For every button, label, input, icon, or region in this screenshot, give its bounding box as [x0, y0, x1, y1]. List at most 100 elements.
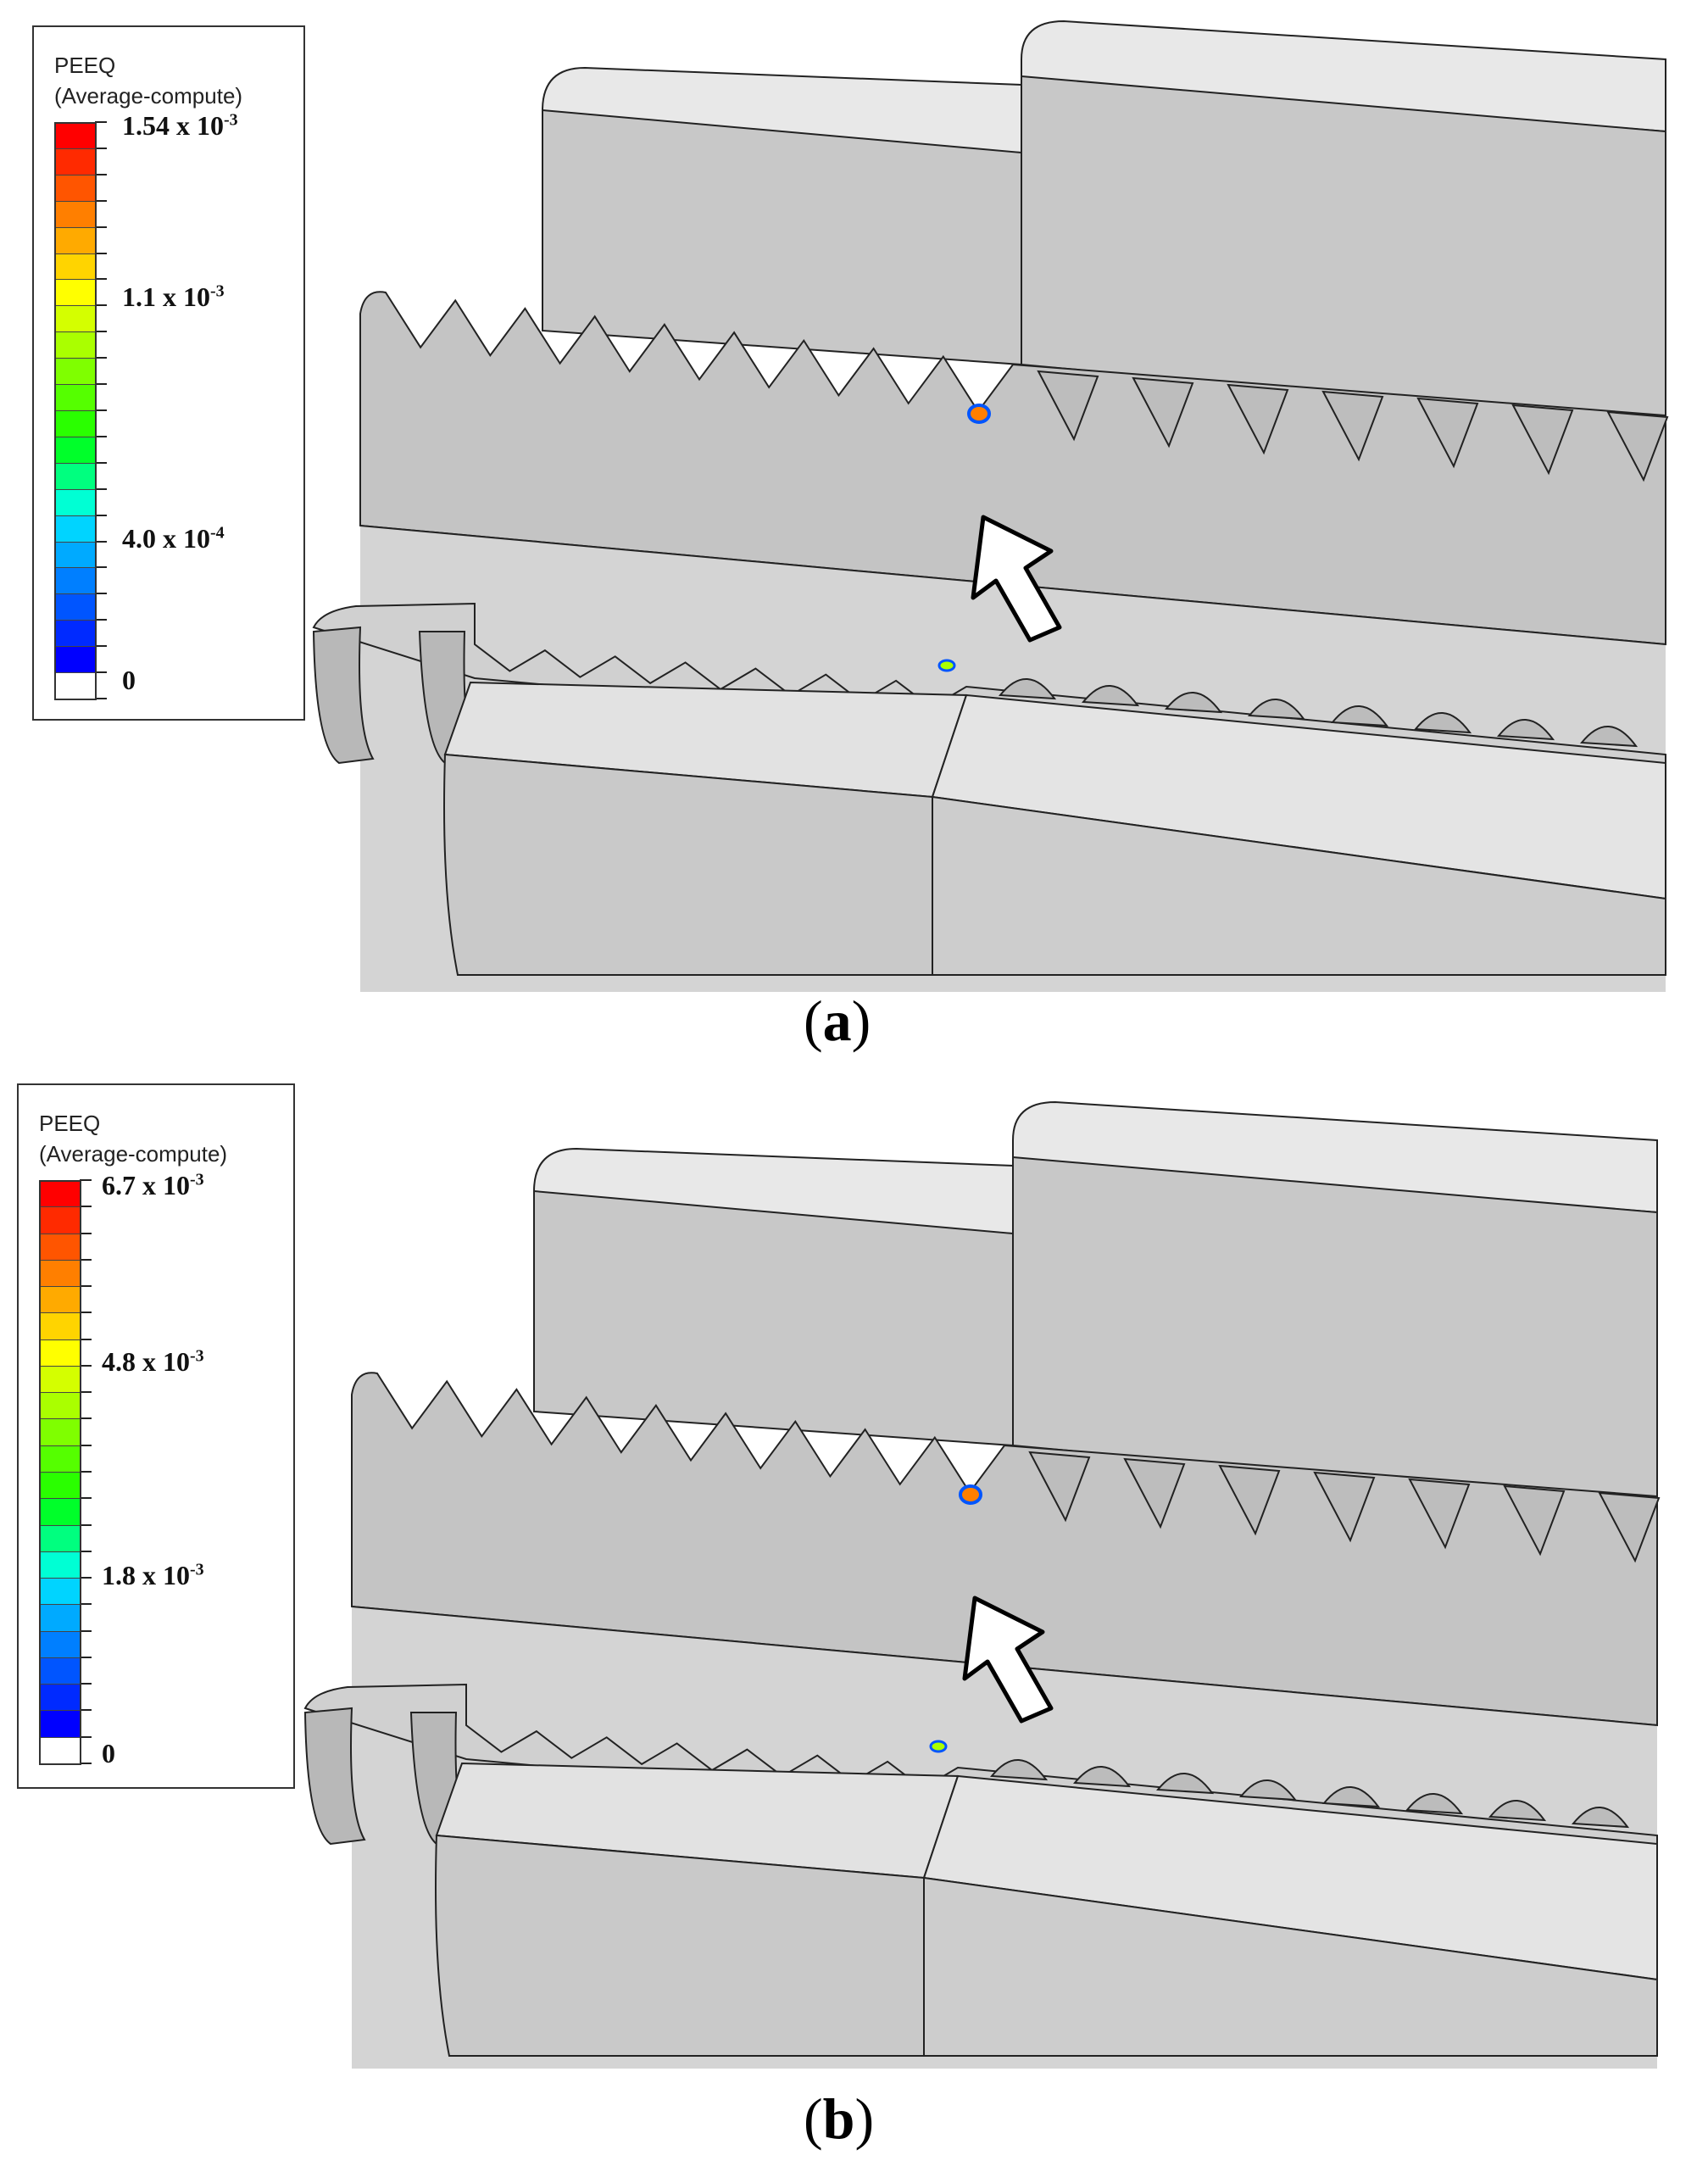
- legend-tick: [80, 1629, 92, 1632]
- caption-b: (b): [804, 2086, 875, 2151]
- legend-swatch: [54, 305, 95, 333]
- legend-swatch: [39, 1286, 80, 1314]
- legend-swatch: [54, 148, 95, 175]
- legend-swatch: [39, 1630, 80, 1658]
- lower-thread-tooth: [1405, 1793, 1464, 1815]
- legend-tick: [80, 1709, 92, 1712]
- legend-tick: [80, 1391, 92, 1394]
- legend-tick: [80, 1603, 92, 1606]
- legend-swatch: [54, 515, 95, 543]
- strain-hotspot-upper: [959, 1484, 982, 1505]
- thread-tooth: [1132, 376, 1194, 448]
- legend-swatch: [54, 358, 95, 386]
- lower-thread-tooth: [1248, 699, 1306, 721]
- legend-swatch: [54, 279, 95, 307]
- legend-swatch: [54, 593, 95, 621]
- legend-tick: [95, 698, 107, 699]
- legend-swatch: [39, 1259, 80, 1288]
- arrow-indicator: [971, 515, 1062, 643]
- legend-swatch: [54, 331, 95, 359]
- legend-tick: [95, 173, 107, 175]
- legend-tick: [80, 1550, 92, 1552]
- legend-swatch: [54, 646, 95, 674]
- coupling-front-face-right: [1012, 1156, 1658, 1506]
- legend-swatch: [39, 1604, 80, 1632]
- legend-swatch: [39, 1498, 80, 1526]
- legend-max-value: 1.54 x 10-3: [122, 110, 238, 141]
- scene-geometry: [303, 1100, 1661, 2069]
- thread-tooth: [1598, 1491, 1661, 1563]
- legend-swatch: [39, 1684, 80, 1712]
- scene-geometry: [312, 19, 1669, 992]
- thread-tooth: [1606, 410, 1669, 482]
- thread-connection-model-a: [312, 19, 1669, 992]
- legend-swatch: [39, 1710, 80, 1738]
- coupling-top-face-right: [1012, 1100, 1658, 1214]
- legend-tick: [95, 147, 107, 149]
- legend-min-value: 0: [102, 1738, 115, 1768]
- strain-hotspot-lower: [937, 659, 956, 672]
- legend-tick: [95, 304, 107, 307]
- legend-tick: [95, 226, 107, 228]
- legend-title-line1: PEEQ: [54, 53, 116, 78]
- legend-tick: [95, 278, 107, 281]
- legend-upper-value: 1.1 x 10-3: [122, 281, 225, 312]
- strain-hotspot-lower: [929, 1740, 948, 1753]
- legend-swatch: [39, 1657, 80, 1685]
- thread-tooth: [1321, 390, 1384, 462]
- legend-swatch: [54, 436, 95, 464]
- legend-tick: [80, 1577, 92, 1579]
- legend-tick: [95, 461, 107, 464]
- legend-tick: [80, 1735, 92, 1738]
- legend-tick: [80, 1206, 92, 1208]
- lower-thread-tooth: [1156, 1773, 1215, 1795]
- legend-tick: [80, 1417, 92, 1420]
- legend-swatch: [39, 1206, 80, 1234]
- legend-tick: [95, 593, 107, 595]
- legend-swatch: [54, 384, 95, 411]
- strain-hotspot-upper: [967, 404, 991, 424]
- thread-tooth: [1416, 397, 1479, 469]
- thread-tooth: [1313, 1471, 1376, 1543]
- legend-tick: [95, 199, 107, 202]
- thread-tooth: [1218, 1464, 1281, 1536]
- legend-tick: [95, 566, 107, 569]
- legend-swatch: [39, 1472, 80, 1500]
- legend-upper-value: 4.8 x 10-3: [102, 1346, 204, 1377]
- legend-swatch: [39, 1339, 80, 1367]
- legend-tick: [80, 1656, 92, 1658]
- lower-coupling-front-left: [443, 753, 933, 976]
- lower-thread-tooth: [1572, 1807, 1630, 1829]
- lower-thread-tooth: [1331, 705, 1389, 727]
- legend-tick: [80, 1497, 92, 1500]
- legend-tick: [95, 487, 107, 490]
- panel-a: PEEQ (Average-compute) 1.54 x 10-3 1.1 x…: [0, 0, 1708, 1077]
- thread-tooth: [1503, 1484, 1566, 1557]
- lower-thread-tooth: [999, 678, 1057, 700]
- legend-swatch: [54, 567, 95, 595]
- legend-tick: [95, 514, 107, 516]
- legend-tick: [80, 1285, 92, 1288]
- pin-upper-body: [359, 291, 1666, 646]
- legend-tick: [80, 1364, 92, 1367]
- legend-lower-value: 4.0 x 10-4: [122, 523, 225, 554]
- legend-swatch: [39, 1578, 80, 1606]
- lower-coupling-front-right: [923, 1876, 1658, 2057]
- legend-swatch: [39, 1392, 80, 1420]
- legend-swatch: [39, 1736, 80, 1764]
- legend-tick: [95, 121, 107, 123]
- lower-end-ring-1: [303, 1707, 366, 1846]
- legend-tick: [80, 1763, 92, 1764]
- lower-thread-tooth: [1165, 692, 1223, 714]
- peeq-legend-b: PEEQ (Average-compute) 6.7 x 10-3 4.8 x …: [17, 1083, 295, 1789]
- thread-connection-model-b: [303, 1100, 1661, 2069]
- legend-tick: [95, 409, 107, 411]
- thread-tooth: [1511, 404, 1574, 476]
- legend-tick: [95, 331, 107, 333]
- legend-swatch: [54, 122, 95, 149]
- legend-tick: [95, 540, 107, 543]
- legend-title-line2: (Average-compute): [54, 83, 243, 109]
- thread-tooth: [1123, 1457, 1186, 1529]
- thread-tooth: [1028, 1451, 1091, 1523]
- thread-tooth: [1227, 383, 1289, 455]
